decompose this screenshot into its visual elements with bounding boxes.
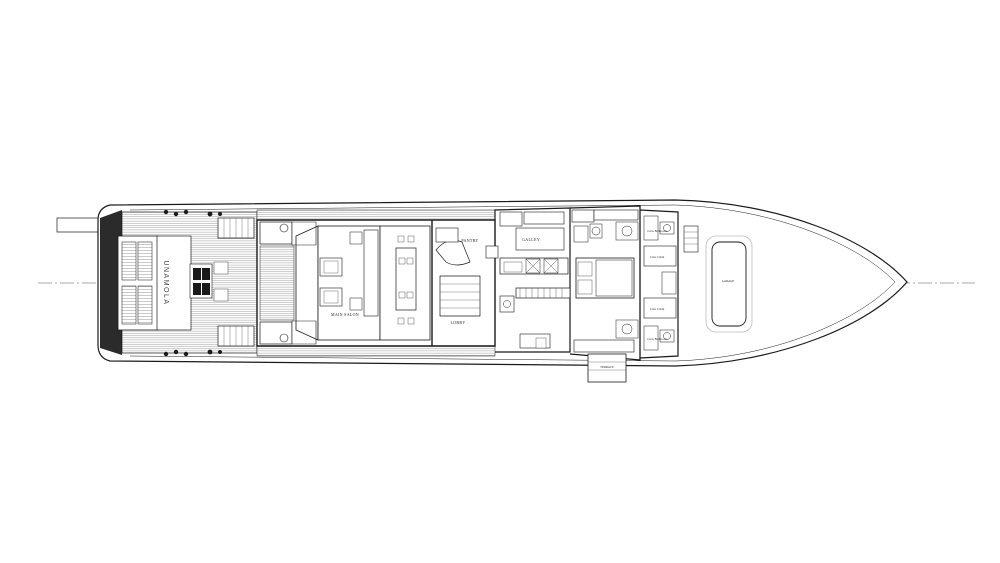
salon-floor-aft	[259, 245, 295, 321]
aft-sunpads	[117, 235, 192, 331]
label-main-salon: MAIN SALON	[331, 312, 359, 317]
label-pantry: PANTRY	[461, 238, 478, 243]
side-deck-port	[256, 209, 496, 221]
label-terrace: TERRACE	[600, 365, 614, 369]
label-crew-cabin-2: Crew Cabin	[650, 307, 665, 311]
label-crew-cabin-1: Crew Cabin	[650, 255, 665, 259]
crew-cabin-fixtures	[643, 215, 677, 351]
yacht-name-label: UNAMOLA	[162, 260, 169, 305]
aft-bollards	[163, 209, 222, 357]
foredeck-sunpad	[711, 241, 747, 327]
aft-stairs	[217, 217, 255, 347]
foredeck-hatch	[705, 235, 753, 333]
salon-walls	[256, 219, 496, 347]
label-galley: GALLEY	[522, 237, 540, 242]
side-deck-starboard	[256, 345, 496, 357]
label-crew-bathroom-2: Crew Bathroom	[647, 337, 667, 341]
label-crew-bathroom-1: Crew Bathroom	[647, 229, 667, 233]
salon-entry-seating	[259, 221, 317, 345]
aft-table	[189, 261, 229, 302]
stern-deck	[100, 210, 122, 355]
salon-lounge	[295, 225, 381, 341]
dining-table	[379, 225, 431, 341]
lobby-stairs	[435, 227, 481, 317]
label-lobby: LOBBY	[450, 320, 465, 325]
foredeck-stairs	[683, 225, 699, 253]
crew-cabin-walls	[639, 209, 679, 359]
crew-corridor	[499, 287, 571, 349]
label-garage: GARAGE	[722, 279, 735, 283]
galley-fixtures	[485, 211, 569, 275]
suite-furniture	[571, 209, 639, 353]
terrace-platform	[587, 353, 627, 383]
hull-inner-line	[129, 204, 896, 362]
